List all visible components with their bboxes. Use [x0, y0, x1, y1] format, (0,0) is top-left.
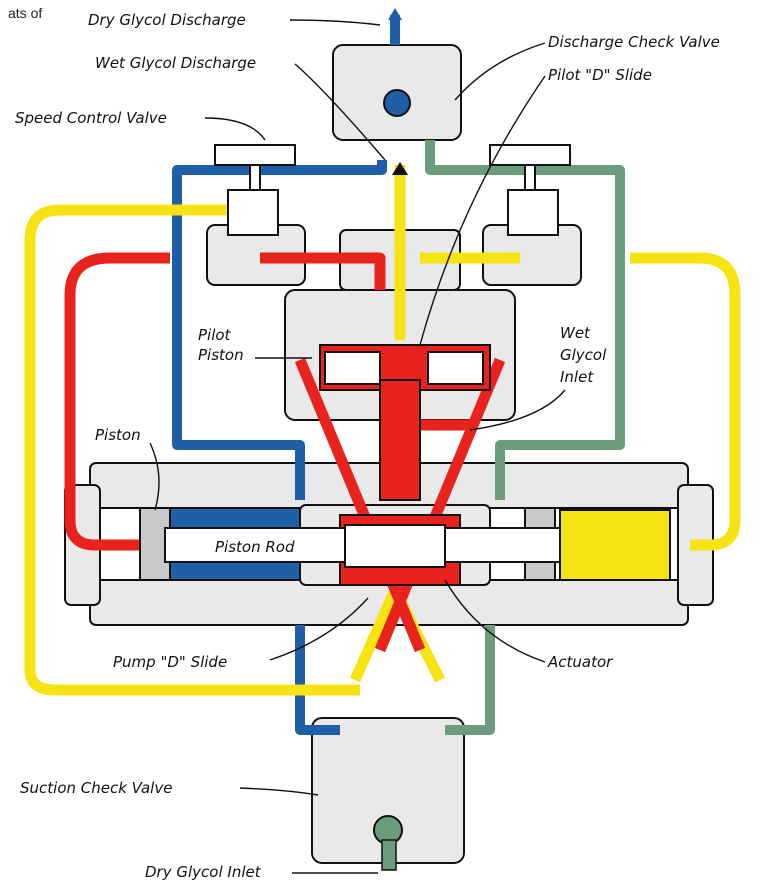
pilot-piston-white-left: [324, 351, 381, 385]
leader-dry-glycol-discharge: [289, 19, 381, 26]
fragment-text: ats of: [8, 5, 42, 21]
green-flow-lines: [425, 140, 625, 735]
actuator-center: [344, 524, 446, 568]
label-piston-rod: Piston Rod: [215, 538, 295, 556]
label-pump-d-slide: Pump "D" Slide: [113, 653, 227, 671]
left-valve-body: [227, 189, 279, 236]
label-pilot-d-slide: Pilot "D" Slide: [548, 66, 652, 84]
leader-lines: [149, 19, 566, 874]
discharge-check-ball: [383, 89, 411, 117]
pilot-piston-white-right: [427, 351, 484, 385]
green-line-suction: [445, 625, 495, 735]
label-wet-glycol-inlet-2: Glycol: [560, 346, 607, 364]
right-valve-stem: [524, 164, 536, 191]
red-line-valve: [260, 252, 386, 290]
speed-control-valves: [214, 144, 571, 236]
pilot-center-stem: [379, 379, 421, 501]
label-wet-glycol-inlet-3: Inlet: [560, 368, 594, 386]
leader-discharge-check-valve: [454, 42, 546, 101]
leader-actuator: [444, 579, 546, 663]
label-speed-control-valve: Speed Control Valve: [15, 109, 167, 127]
leader-speed-control-valve: [204, 117, 266, 141]
yellow-pump-chamber: [559, 509, 671, 581]
red-line-cross-b: [374, 357, 506, 653]
leader-suction-check-valve: [239, 787, 319, 796]
left-valve-stem: [249, 164, 261, 191]
label-dry-glycol-inlet: Dry Glycol Inlet: [145, 863, 262, 881]
label-piston: Piston: [95, 426, 141, 444]
leader-piston: [149, 442, 160, 511]
label-pilot-piston-2: Piston: [198, 346, 244, 364]
pilot-d-slide-arrow: [392, 162, 408, 175]
blue-line-left-loop: [172, 160, 387, 500]
label-suction-check-valve: Suction Check Valve: [20, 779, 172, 797]
label-pilot-piston-1: Pilot: [198, 326, 232, 344]
leader-pump-d-slide: [269, 597, 369, 661]
leader-pilot-d-slide: [419, 75, 546, 346]
right-valve-body: [507, 189, 559, 236]
red-line-left-loop: [64, 252, 170, 551]
yellow-flow-lines: [24, 165, 741, 696]
blue-line-suction: [295, 625, 340, 735]
label-wet-glycol-inlet-1: Wet: [560, 324, 591, 342]
label-discharge-check-valve: Discharge Check Valve: [548, 33, 720, 51]
leader-wet-glycol-inlet: [469, 389, 566, 431]
right-valve-handle: [489, 144, 571, 166]
red-flow-lines: [64, 252, 506, 653]
green-line-right-loop: [425, 140, 625, 500]
label-wet-glycol-discharge: Wet Glycol Discharge: [95, 54, 256, 72]
yellow-line-right-loop: [630, 252, 741, 551]
label-actuator: Actuator: [547, 653, 613, 671]
yellow-line-outer-loop: [24, 204, 360, 696]
dry-glycol-discharge-arrow: [388, 8, 402, 20]
dry-glycol-inlet-pipe: [381, 839, 397, 871]
left-valve-handle: [214, 144, 296, 166]
label-dry-glycol-discharge: Dry Glycol Discharge: [88, 11, 246, 29]
leader-wet-glycol-discharge: [294, 63, 386, 161]
